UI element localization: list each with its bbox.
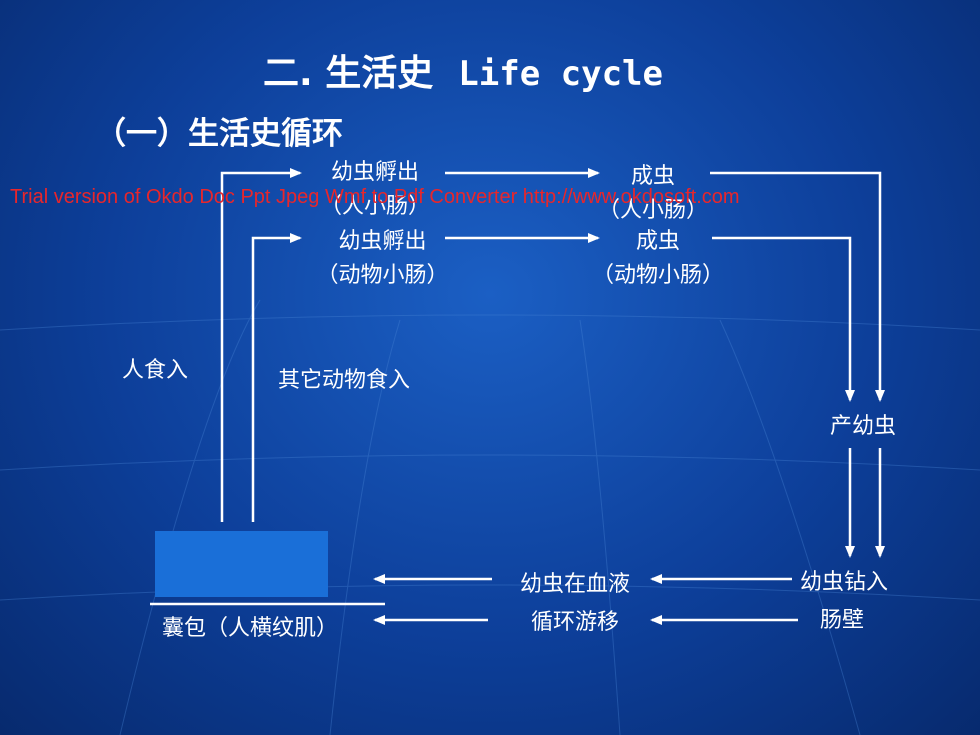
node-larva-migrate: 幼虫在血液 循环游移 xyxy=(519,572,630,635)
label-animal-ingest: 其它动物食入 xyxy=(278,368,411,393)
title-english: Life cycle xyxy=(458,54,663,94)
node-larva-penetrate: 幼虫钻入 肠壁 xyxy=(800,570,889,633)
section-subtitle: （一）生活史循环 xyxy=(95,116,343,152)
label-human-ingest: 人食入 xyxy=(122,358,189,383)
node-larva-hatch-animal: 幼虫孵出 （动物小肠） xyxy=(316,229,449,288)
node-cyst: 囊包（人横纹肌） xyxy=(162,616,339,641)
arrow-human-ingest xyxy=(220,168,302,522)
page-title: 二. 生活史 Life cycle xyxy=(263,44,663,96)
node-adult-human: 成虫 （人小肠） xyxy=(597,164,708,223)
node-larva-hatch-human: 幼虫孵出 （人小肠） xyxy=(319,160,430,219)
watermark-text: Trial version of Okdo Doc Ppt Jpeg Wmf t… xyxy=(10,186,740,208)
node-produce-larvae: 产幼虫 xyxy=(830,414,897,439)
image-placeholder-box xyxy=(155,531,328,597)
node-adult-animal: 成虫 （动物小肠） xyxy=(591,229,724,288)
arrow-adult-animal-to-produce xyxy=(712,236,855,402)
title-chinese: 二. 生活史 xyxy=(263,53,434,94)
arrow-adult-human-to-produce xyxy=(710,171,885,402)
arrow-animal-ingest xyxy=(251,233,302,522)
